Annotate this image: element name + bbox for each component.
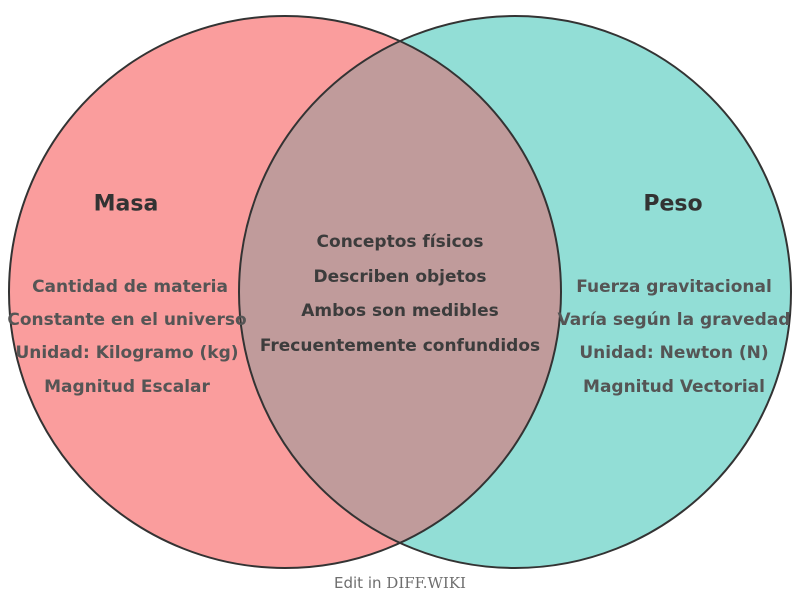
left-set-item: Cantidad de materia xyxy=(32,277,228,297)
overlap-item: Conceptos físicos xyxy=(316,232,484,252)
right-circle-outline xyxy=(238,15,792,569)
overlap-item: Frecuentemente confundidos xyxy=(259,336,541,356)
left-circle-outline xyxy=(8,15,562,569)
right-set-title: Peso xyxy=(643,191,703,217)
footer-credit-brand: DIFF.WIKI xyxy=(386,574,466,592)
left-set-item: Unidad: Kilogramo (kg) xyxy=(15,343,239,363)
overlap-region xyxy=(239,16,561,568)
overlap-item: Describen objetos xyxy=(313,267,487,287)
right-set-item: Varía según la gravedad xyxy=(557,310,791,330)
footer-credit-link[interactable]: Edit in DIFF.WIKI xyxy=(334,574,466,592)
right-set-item: Fuerza gravitacional xyxy=(576,277,772,297)
overlap-item: Ambos son medibles xyxy=(301,301,499,321)
right-set-item: Unidad: Newton (N) xyxy=(579,343,769,363)
left-set-title: Masa xyxy=(93,191,159,217)
left-set-item: Magnitud Escalar xyxy=(44,377,210,397)
right-set-item: Magnitud Vectorial xyxy=(583,377,765,397)
footer-credit-prefix: Edit in xyxy=(334,574,382,592)
left-set-item: Constante en el universo xyxy=(7,310,247,330)
